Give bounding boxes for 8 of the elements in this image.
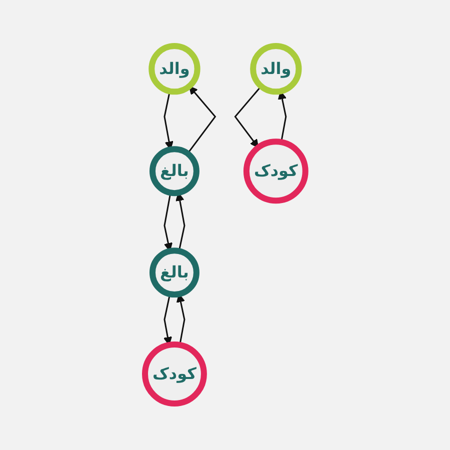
node-circle: بالغ <box>149 146 200 196</box>
node-circle: بالغ <box>149 248 200 298</box>
node-circle: کودک <box>243 138 308 204</box>
node-circle: کودک <box>142 342 207 407</box>
arrow <box>234 86 262 148</box>
arrow <box>186 86 216 154</box>
node-circle: والد <box>148 43 200 95</box>
node-circle: والد <box>250 43 302 95</box>
